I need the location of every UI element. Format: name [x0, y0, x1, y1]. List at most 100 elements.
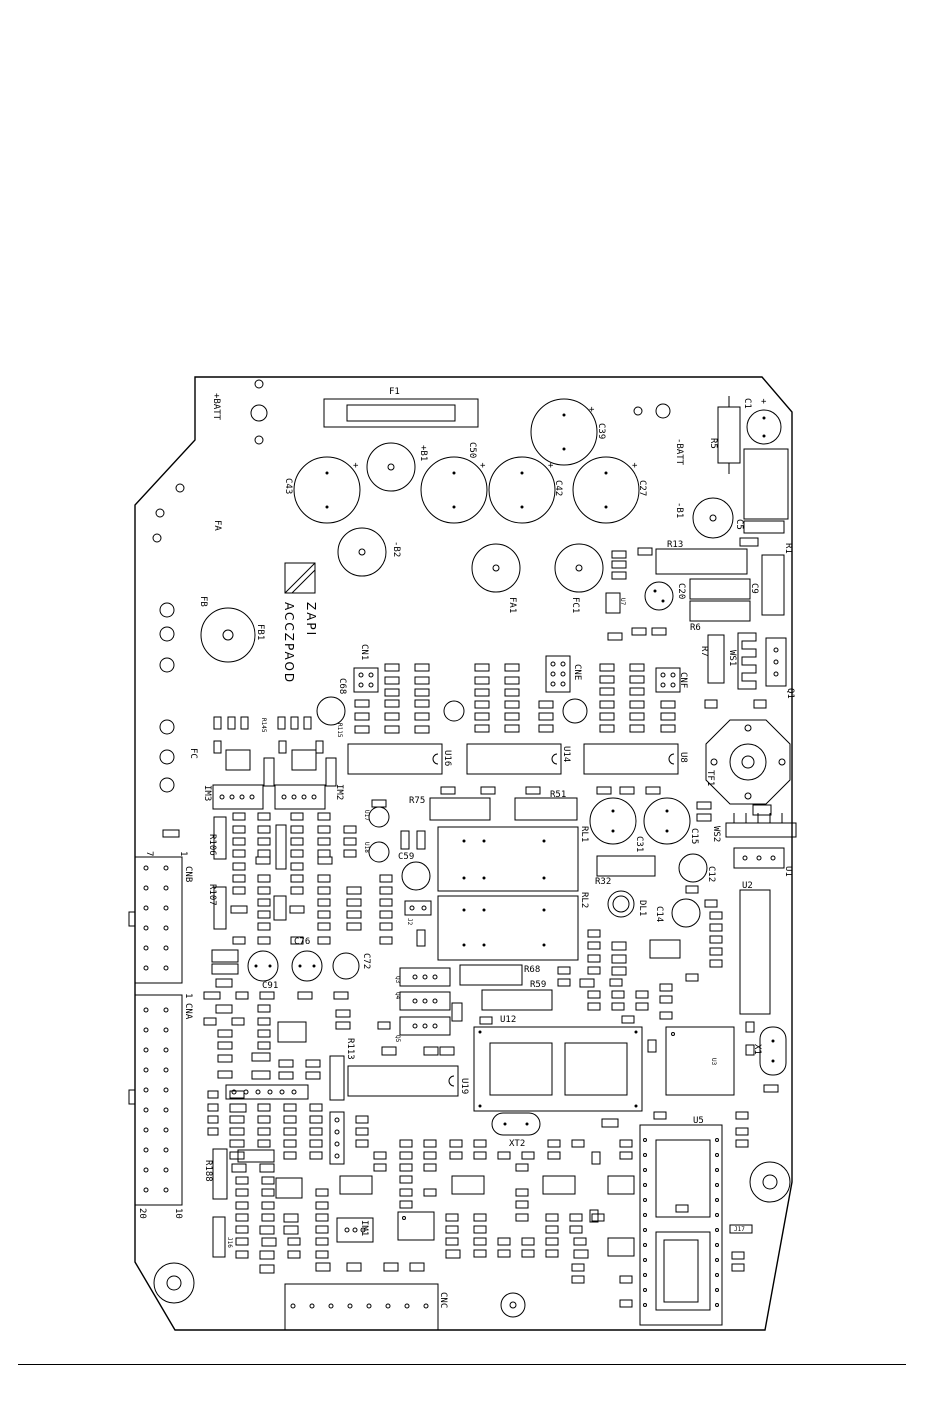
- transistor-q4: Q4: [394, 991, 451, 1011]
- svg-text:C1: C1: [742, 398, 752, 409]
- svg-text:C91: C91: [262, 981, 278, 991]
- smd-pad-array-left: [203, 812, 393, 1080]
- svg-text:C5: C5: [734, 519, 744, 530]
- svg-text:WS1: WS1: [727, 650, 737, 666]
- fuse-f1: F1: [323, 387, 479, 428]
- svg-text:U16: U16: [442, 750, 452, 766]
- fuse-f1-label: F1: [389, 387, 400, 397]
- svg-text:U18: U18: [363, 842, 370, 853]
- svg-text:20: 20: [137, 1208, 147, 1219]
- svg-text:FC1: FC1: [570, 597, 580, 613]
- svg-text:FA1: FA1: [507, 597, 517, 613]
- smd-pads-right-edge: [377, 885, 779, 1272]
- smd-pad-array-bottom-mid: [355, 1039, 667, 1308]
- svg-text:IM3: IM3: [202, 785, 212, 801]
- svg-text:R59: R59: [530, 980, 546, 990]
- svg-text:C42: C42: [553, 480, 563, 496]
- transformer-tf1: TF1: [705, 719, 791, 805]
- svg-text:C27: C27: [637, 480, 647, 496]
- svg-text:C72: C72: [361, 953, 371, 969]
- svg-text:U8: U8: [678, 752, 688, 763]
- terminal-fb1: FB1: [200, 607, 265, 663]
- svg-text:CNA: CNA: [183, 1003, 193, 1020]
- c9-label: C9: [749, 583, 759, 594]
- svg-text:C59: C59: [398, 852, 414, 862]
- transistor-q5: Q5: [394, 1016, 451, 1043]
- capacitor-c27: + C27: [572, 456, 647, 524]
- resistor-r145: R145: [260, 718, 275, 787]
- svg-text:7: 7: [144, 851, 154, 856]
- crystal-x1: X1: [752, 1026, 787, 1076]
- crystal-xt2: XT2: [491, 1112, 541, 1149]
- capacitor-c76: C76: [291, 937, 323, 982]
- svg-text:R75: R75: [409, 796, 425, 806]
- mounting-holes: [152, 379, 791, 1318]
- svg-text:-B1: -B1: [674, 502, 684, 518]
- resistor-r51: R51: [514, 790, 578, 821]
- connector-cna: CNA 1 10 20: [128, 993, 193, 1219]
- ic-u19: U19: [347, 1065, 469, 1097]
- svg-text:WS2: WS2: [711, 826, 721, 842]
- svg-text:CNC: CNC: [438, 1292, 448, 1308]
- svg-text:+: +: [589, 405, 595, 415]
- capacitor-c59: C59: [398, 852, 431, 891]
- svg-text:CN1: CN1: [359, 644, 369, 660]
- transistor-q3: Q3: [394, 967, 451, 987]
- capacitor-c42: + C42: [488, 456, 563, 524]
- resistor-r13: R13: [655, 540, 748, 575]
- svg-text:U5: U5: [693, 1116, 704, 1126]
- led-dl1: DL1: [607, 890, 647, 918]
- resistor-r75: R75: [409, 796, 491, 821]
- smd-pads-mid: [162, 786, 772, 947]
- jumper-j2: J2: [404, 900, 432, 926]
- resistor-r68: R68: [459, 964, 540, 986]
- connector-cnb: CNB 1 7: [128, 851, 193, 984]
- svg-text:R68: R68: [524, 965, 540, 975]
- terminal-b1-neg: -B1: [674, 497, 734, 539]
- svg-text:10: 10: [173, 1208, 183, 1219]
- capacitor-c72: C72: [332, 952, 371, 980]
- resistor-r5: R5: [708, 396, 741, 474]
- capacitor-c14: C14: [654, 898, 701, 928]
- svg-text:Q4: Q4: [394, 992, 401, 1000]
- relay-rl1: RL1: [437, 826, 589, 892]
- svg-text:J17: J17: [734, 1226, 745, 1233]
- u7-label: U7: [619, 598, 626, 606]
- svg-text:U17: U17: [363, 810, 370, 821]
- batt-pos-label: +BATT: [211, 393, 221, 421]
- connector-cn1: CN1: [353, 644, 379, 693]
- svg-text:J2: J2: [406, 918, 413, 926]
- svg-text:CNE: CNE: [572, 664, 582, 680]
- board-outline: [134, 376, 793, 1331]
- zapi-text: ZAPI: [304, 602, 318, 637]
- svg-text:R51: R51: [550, 790, 566, 800]
- connector-cnf: CNF: [655, 667, 688, 693]
- svg-text:RL1: RL1: [579, 826, 589, 842]
- svg-text:+B1: +B1: [418, 445, 428, 461]
- svg-text:R106: R106: [207, 834, 217, 856]
- product-code: ACCZPAOD: [282, 602, 296, 684]
- svg-text:C76: C76: [294, 937, 310, 947]
- resistor-r114: [275, 824, 287, 870]
- svg-text:FB1: FB1: [255, 624, 265, 640]
- resistor-r113: R113: [329, 1038, 355, 1101]
- svg-text:+: +: [632, 461, 638, 471]
- svg-text:IM1: IM1: [359, 1220, 369, 1236]
- svg-text:R6: R6: [690, 623, 701, 633]
- header-vertical-mid: [329, 1111, 345, 1165]
- svg-text:U14: U14: [561, 746, 571, 762]
- svg-text:U3: U3: [710, 1058, 717, 1066]
- svg-text:+: +: [353, 461, 359, 471]
- svg-text:U19: U19: [459, 1078, 469, 1094]
- svg-text:Q1: Q1: [785, 688, 795, 699]
- svg-text:C39: C39: [596, 423, 606, 439]
- svg-text:C12: C12: [706, 866, 716, 882]
- resistor-r7: R7: [699, 634, 725, 684]
- svg-text:R5: R5: [708, 438, 718, 449]
- svg-text:J16: J16: [226, 1237, 233, 1248]
- jumper-j17: J17: [729, 1224, 753, 1234]
- ic-u14: U14: [466, 743, 571, 775]
- connector-cnc: CNC: [284, 1283, 448, 1331]
- smd-pad-array-left-top: [213, 716, 324, 771]
- module-im1: IM1: [336, 1217, 374, 1243]
